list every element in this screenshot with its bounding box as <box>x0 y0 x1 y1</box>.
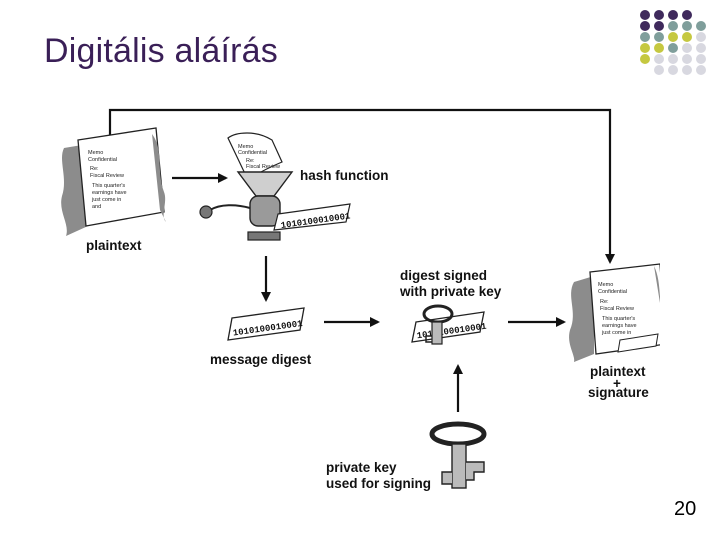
final-memo-line-5: This quarter's <box>602 316 635 322</box>
decorative-dot <box>640 54 650 64</box>
signature-label: signature <box>588 385 649 400</box>
digest-signed-label-2: with private key <box>399 284 502 299</box>
final-memo-line-4: Fiscal Review <box>600 306 634 312</box>
decorative-dot <box>696 32 706 42</box>
plaintext-document: Memo Confidential Re: Fiscal Review This… <box>61 127 166 236</box>
decorative-dot <box>696 65 706 75</box>
decorative-dot <box>654 54 664 64</box>
decorative-dot <box>654 65 664 75</box>
decorative-dot <box>640 21 650 31</box>
message-digest-label: message digest <box>210 352 312 367</box>
decorative-dot <box>682 10 692 20</box>
memo-line-8: and <box>92 204 101 210</box>
hash-memo-line-2: Confidential <box>238 150 267 156</box>
decorative-dot <box>668 32 678 42</box>
final-memo-line-6: earnings have <box>602 323 637 329</box>
decorative-dot <box>640 43 650 53</box>
final-memo-line-1: Memo <box>598 282 613 288</box>
plus-label: + <box>613 376 621 391</box>
decorative-dot <box>654 21 664 31</box>
plaintext-label: plaintext <box>86 238 142 253</box>
memo-line-4: Fiscal Review <box>90 173 124 179</box>
decorative-dot-grid <box>640 10 712 80</box>
page-number: 20 <box>674 498 697 520</box>
hash-memo-line-3: Re: <box>246 158 255 164</box>
plaintext-plus-label: plaintext <box>590 364 646 379</box>
signed-document: Memo Confidential Re: Fiscal Review This… <box>569 263 660 362</box>
hash-function-label: hash function <box>300 168 389 183</box>
decorative-dot <box>654 10 664 20</box>
memo-line-2: Confidential <box>88 157 117 163</box>
decorative-dot <box>668 21 678 31</box>
decorative-dot <box>654 43 664 53</box>
memo-line-1: Memo <box>88 150 103 156</box>
decorative-dot <box>668 43 678 53</box>
memo-line-3: Re: <box>90 166 99 172</box>
private-key-label-2: used for signing <box>326 476 431 491</box>
decorative-dot <box>696 54 706 64</box>
final-memo-line-2: Confidential <box>598 289 627 295</box>
top-connector-line <box>108 108 615 264</box>
hash-memo-line-4: Fiscal Review <box>246 164 280 170</box>
decorative-dot <box>682 21 692 31</box>
hash-function-grinder: Memo Confidential Re: Fiscal Review 1010… <box>199 132 352 241</box>
decorative-dot <box>682 54 692 64</box>
digest-signed-label-1: digest signed <box>400 268 487 283</box>
decorative-dot <box>682 43 692 53</box>
digital-signature-diagram: Memo Confidential Re: Fiscal Review This… <box>61 108 660 491</box>
memo-line-5: This quarter's <box>92 183 125 189</box>
decorative-dot <box>696 43 706 53</box>
slide-title: Digitális aláírás <box>44 32 278 70</box>
hash-memo-line-1: Memo <box>238 144 253 150</box>
memo-line-7: just come in <box>91 197 121 203</box>
decorative-dot <box>682 65 692 75</box>
decorative-dot <box>682 32 692 42</box>
decorative-dot <box>640 32 650 42</box>
decorative-dot <box>668 65 678 75</box>
final-memo-line-7: just come in <box>601 330 631 336</box>
decorative-dot <box>668 10 678 20</box>
signed-digest: 1010100010001 <box>411 304 488 345</box>
private-key <box>429 421 487 489</box>
decorative-dot <box>654 32 664 42</box>
private-key-label-1: private key <box>326 460 397 475</box>
memo-line-6: earnings have <box>92 190 127 196</box>
decorative-dot <box>640 10 650 20</box>
decorative-dot <box>668 54 678 64</box>
decorative-dot <box>696 21 706 31</box>
message-digest-strip: 1010100010001 <box>227 307 305 341</box>
final-memo-line-3: Re: <box>600 299 609 305</box>
